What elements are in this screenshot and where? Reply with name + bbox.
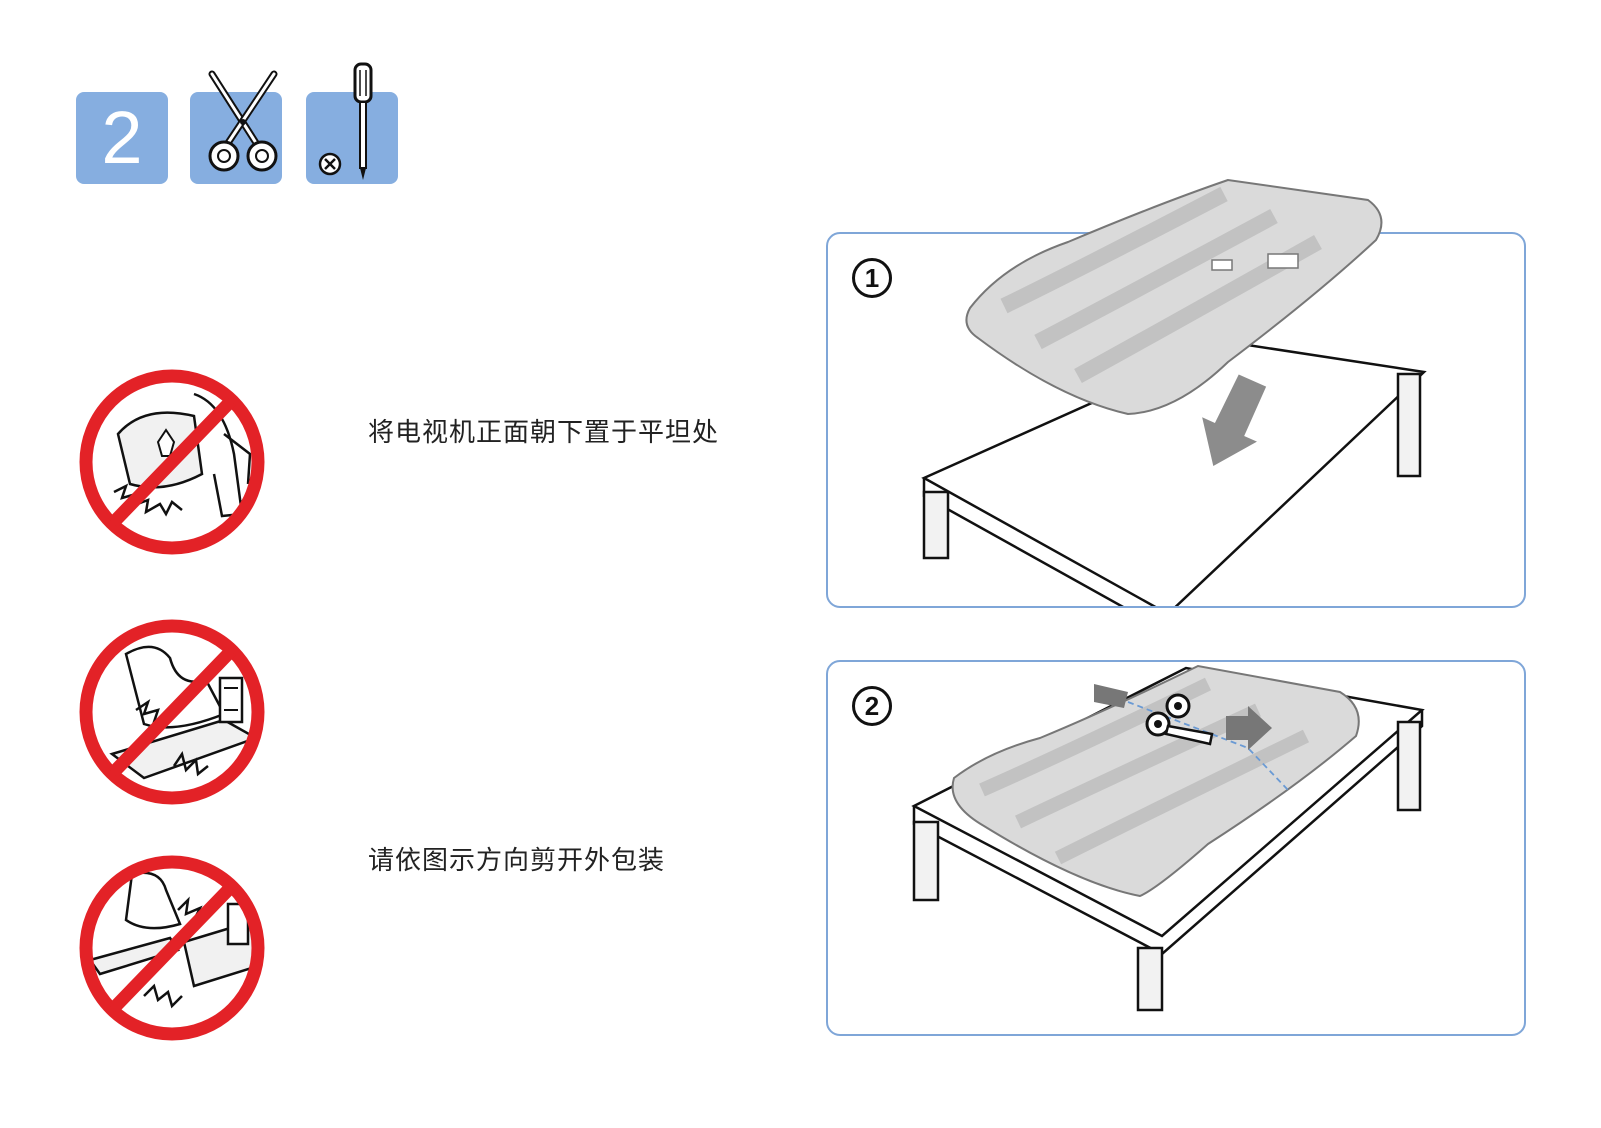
prohibited-drop-impact-icon: [74, 850, 270, 1046]
instruction-cut-packaging: 请依图示方向剪开外包装: [368, 840, 665, 877]
scissors-icon: [186, 60, 296, 184]
instruction-place-face-down: 将电视机正面朝下置于平坦处: [368, 412, 719, 449]
prohibited-carry-impact-icon: [74, 364, 270, 560]
illustration-panel-1: 1: [826, 232, 1526, 608]
tv-placed-face-down-illustration: [828, 234, 1528, 610]
cut-packaging-illustration: [828, 662, 1528, 1038]
step-number-badge: 2: [76, 92, 168, 184]
prohibited-tilt-impact-icon: [74, 614, 270, 810]
panel-number-1: 1: [852, 258, 892, 298]
panel-number-2: 2: [852, 686, 892, 726]
no-screwdriver-icon: [302, 60, 402, 184]
illustration-panel-2: 2: [826, 660, 1526, 1036]
